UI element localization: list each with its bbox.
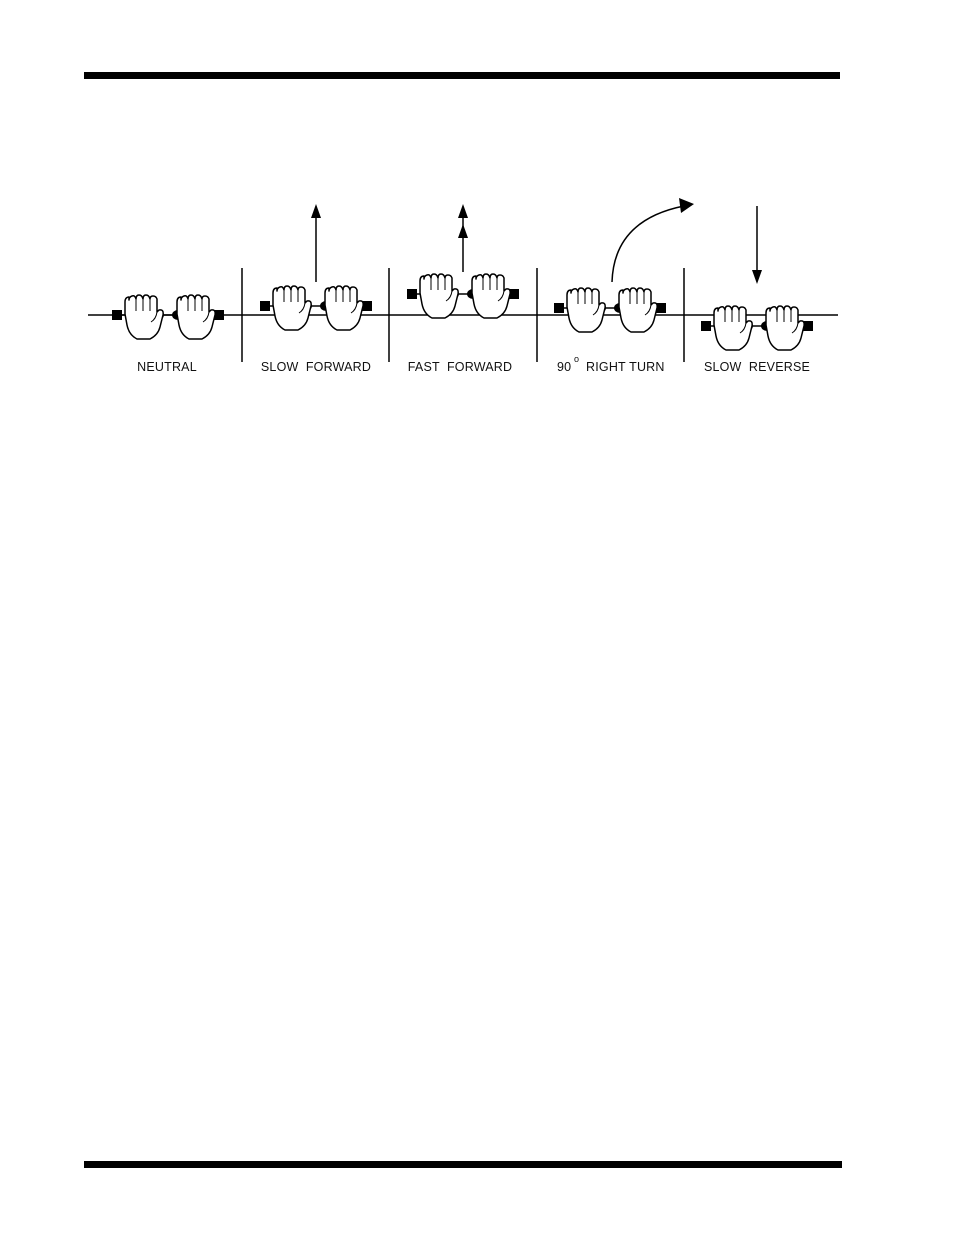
neutral-levers: [112, 295, 224, 339]
right-turn-arrow: [612, 198, 694, 282]
slow-reverse-arrow: [752, 206, 762, 284]
caption-slow-reverse: SLOW REVERSE: [704, 360, 810, 374]
slow-reverse-levers: [701, 306, 813, 350]
slow-forward-levers: [260, 286, 372, 330]
caption-slow-forward: SLOW FORWARD: [261, 360, 371, 374]
caption-right-turn-sup: o: [574, 354, 579, 364]
fast-forward-levers: [407, 274, 519, 318]
fast-forward-arrow: [458, 204, 468, 272]
caption-fast-forward: FAST FORWARD: [408, 360, 512, 374]
bottom-rule: [84, 1161, 842, 1168]
slow-forward-arrow: [311, 204, 321, 282]
top-rule: [84, 72, 840, 79]
control-positions-figure: NEUTRAL SLOW FORWARD FAST FORWARD 90 o R…: [80, 186, 842, 384]
caption-right-turn-num: 90: [557, 360, 571, 374]
right-turn-levers: [554, 288, 666, 332]
caption-neutral: NEUTRAL: [137, 360, 197, 374]
caption-right-turn-text: RIGHT TURN: [586, 360, 665, 374]
